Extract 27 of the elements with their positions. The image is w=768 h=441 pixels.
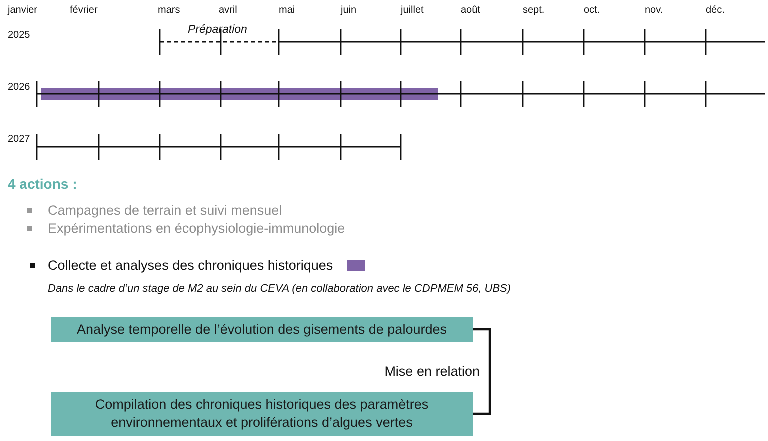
month-label: mai bbox=[279, 5, 296, 16]
month-label: avril bbox=[219, 5, 238, 16]
month-label: août bbox=[461, 5, 480, 16]
month-label: juin bbox=[341, 5, 357, 16]
bracket-connector bbox=[473, 328, 492, 416]
year-label: 2025 bbox=[8, 30, 30, 42]
action-item: Expérimentations en écophysiologie-immunologie bbox=[48, 221, 346, 237]
note-text: Dans le cadre d’un stage de M2 au sein du CEVA (en collaboration avec le CDPMEM 56, UBS) bbox=[48, 283, 512, 296]
phase-label: Préparation bbox=[188, 24, 248, 38]
month-label: mars bbox=[158, 5, 180, 16]
process-box bbox=[51, 392, 473, 436]
section-heading: 4 actions : bbox=[8, 176, 78, 192]
month-label: juillet bbox=[401, 5, 424, 16]
month-label: sept. bbox=[523, 5, 545, 16]
edge-label: Mise en relation bbox=[384, 364, 480, 380]
month-label: déc. bbox=[706, 5, 725, 16]
process-box bbox=[51, 317, 473, 342]
month-label: nov. bbox=[645, 5, 664, 16]
legend-text: Collecte et analyses des chroniques historiques bbox=[48, 258, 334, 274]
year-label: 2027 bbox=[8, 134, 30, 146]
month-label: janvier bbox=[8, 5, 38, 16]
box-text: Compilation des chroniques historiques des paramètres environnementaux et proliférations d’algues vertes bbox=[94, 396, 430, 432]
action-item: Campagnes de terrain et suivi mensuel bbox=[48, 203, 282, 219]
month-label: février bbox=[70, 5, 98, 16]
year-label: 2026 bbox=[8, 82, 30, 94]
box-text: Analyse temporelle de l’évolution des gisements de palourdes bbox=[77, 320, 447, 338]
month-label: oct. bbox=[584, 5, 600, 16]
